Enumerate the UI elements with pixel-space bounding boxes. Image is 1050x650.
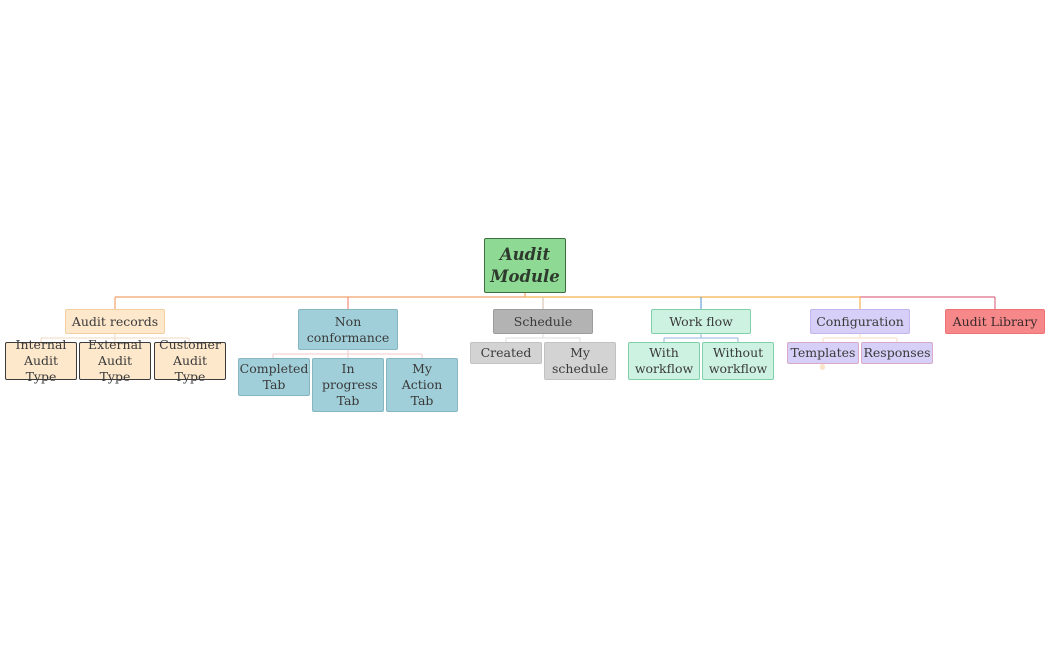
- node-responses[interactable]: Responses: [861, 342, 933, 364]
- connector-wf-children: [663, 334, 739, 342]
- node-label: Internal Audit Type: [15, 337, 67, 384]
- node-non-conformance[interactable]: Non conformance: [298, 309, 398, 350]
- node-label: Created: [480, 345, 532, 360]
- node-label: Without workflow: [708, 345, 768, 376]
- node-completed-tab[interactable]: Completed Tab: [238, 358, 310, 396]
- node-label: Templates: [790, 345, 856, 360]
- connector-cf-children: [822, 334, 898, 342]
- node-work-flow[interactable]: Work flow: [651, 309, 751, 334]
- connector-sc-children: [505, 334, 581, 342]
- node-configuration[interactable]: Configuration: [810, 309, 910, 334]
- node-label: Completed Tab: [239, 361, 309, 392]
- node-label: External Audit Type: [87, 337, 143, 384]
- node-audit-records[interactable]: Audit records: [65, 309, 165, 334]
- node-external-audit-type[interactable]: External Audit Type: [79, 337, 151, 384]
- node-in-progress-tab[interactable]: In progress Tab: [312, 358, 384, 412]
- node-audit-library[interactable]: Audit Library: [945, 309, 1045, 334]
- node-label: In progress Tab: [322, 361, 378, 408]
- connector-nc-children: [272, 350, 423, 358]
- node-templates[interactable]: Templates: [787, 342, 859, 364]
- connector-ar-children: [40, 334, 190, 342]
- root-label: Audit Module: [490, 244, 560, 286]
- node-label: Audit records: [71, 313, 159, 329]
- node-label: My Action Tab: [401, 361, 443, 408]
- node-label: My schedule: [552, 345, 609, 376]
- node-label: Audit Library: [952, 313, 1038, 329]
- root-node-audit-module[interactable]: Audit Module: [484, 238, 566, 293]
- node-label: Work flow: [669, 313, 733, 329]
- node-without-workflow[interactable]: Without workflow: [702, 342, 774, 380]
- node-label: With workflow: [634, 345, 694, 376]
- node-my-schedule[interactable]: My schedule: [544, 342, 616, 380]
- collapse-handle-dot[interactable]: [820, 364, 825, 370]
- node-label: Customer Audit Type: [159, 337, 221, 384]
- node-customer-audit-type[interactable]: Customer Audit Type: [154, 337, 226, 384]
- node-label: Configuration: [816, 313, 904, 329]
- node-my-action-tab[interactable]: My Action Tab: [386, 358, 458, 412]
- node-internal-audit-type[interactable]: Internal Audit Type: [5, 337, 77, 384]
- node-label: Non conformance: [306, 313, 390, 345]
- node-label: Schedule: [513, 313, 573, 329]
- node-with-workflow[interactable]: With workflow: [628, 342, 700, 380]
- node-label: Responses: [863, 345, 931, 360]
- node-schedule[interactable]: Schedule: [493, 309, 593, 334]
- node-created[interactable]: Created: [470, 342, 542, 364]
